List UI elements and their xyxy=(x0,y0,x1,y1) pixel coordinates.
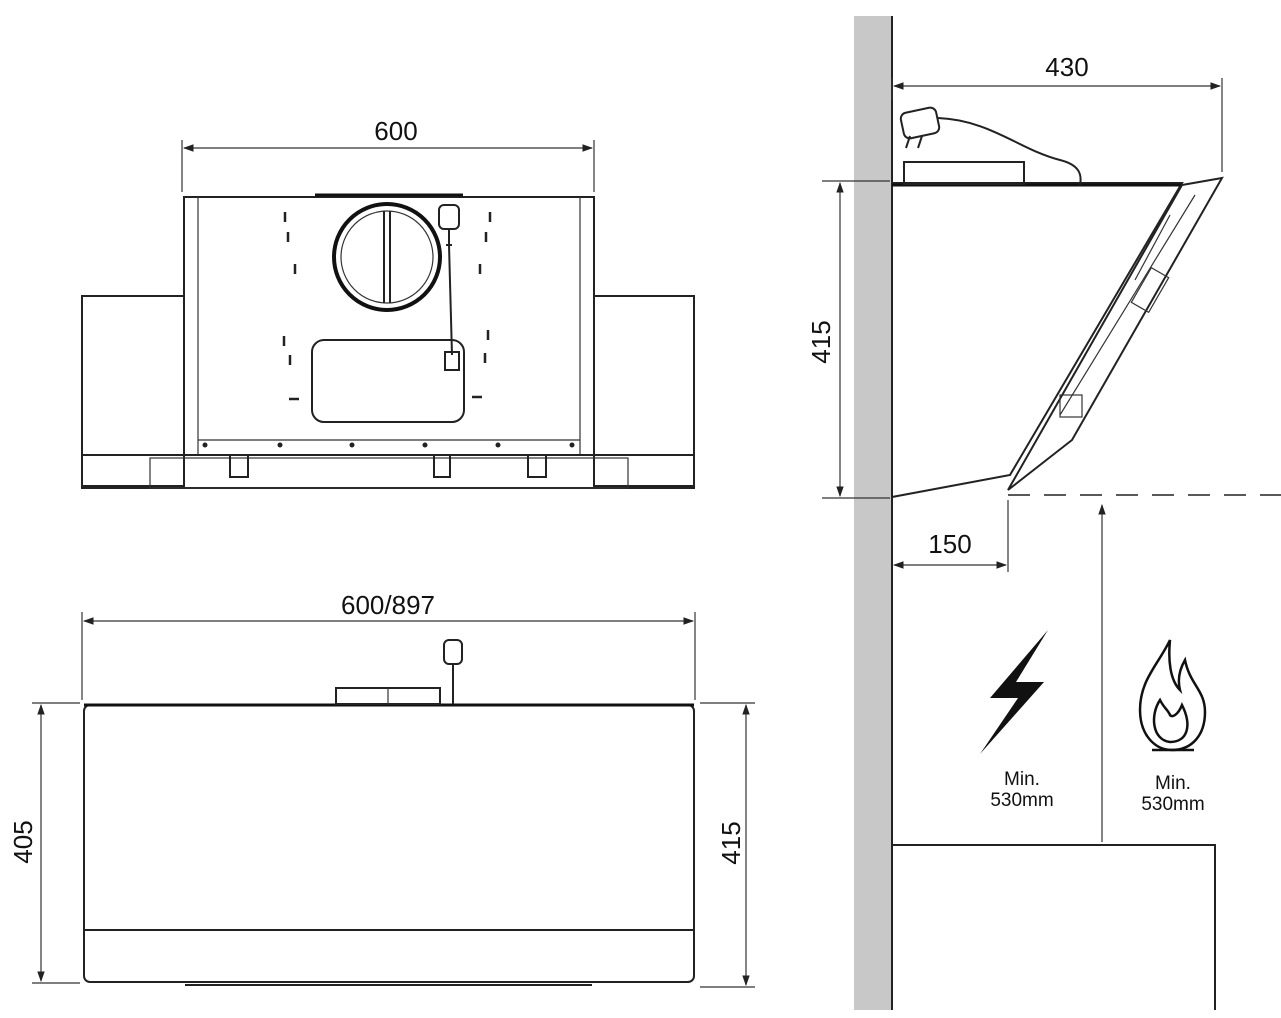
gas-clearance-line1: Min. xyxy=(1155,773,1191,794)
top-view-front-strip xyxy=(81,454,695,489)
lightning-icon xyxy=(980,630,1048,754)
side-view-height-label: 415 xyxy=(806,320,836,363)
electric-clearance-line1: Min. xyxy=(1004,769,1040,790)
front-view-left-height-label: 405 xyxy=(8,820,38,863)
power-plug-icon xyxy=(438,204,460,371)
front-view-right-height-label: 415 xyxy=(716,821,746,864)
front-view-body xyxy=(83,704,695,983)
wall xyxy=(854,16,892,1010)
fan-motor-icon xyxy=(332,202,442,312)
gas-clearance-line2: 530mm xyxy=(1141,794,1204,815)
side-view: 430 415 150 Min. 530mm Min. 530mm xyxy=(806,16,1281,1010)
side-view-motor xyxy=(903,161,1025,185)
power-plug-icon xyxy=(443,639,463,704)
side-view-hood-body xyxy=(891,182,1184,499)
side-view-glass-panel xyxy=(1007,176,1224,491)
power-plug-icon xyxy=(899,106,1082,186)
side-view-depth-label: 430 xyxy=(1045,52,1088,82)
flame-icon xyxy=(1138,639,1207,752)
front-view: 600/897 405 415 xyxy=(8,590,755,988)
top-view: 600 xyxy=(81,116,695,489)
electric-clearance-line2: 530mm xyxy=(990,790,1053,811)
front-view-width-label: 600/897 xyxy=(341,590,435,620)
side-view-offset-label: 150 xyxy=(928,529,971,559)
side-view-counter xyxy=(892,844,1216,1010)
top-view-width-label: 600 xyxy=(374,116,417,146)
top-view-filter xyxy=(311,339,465,423)
